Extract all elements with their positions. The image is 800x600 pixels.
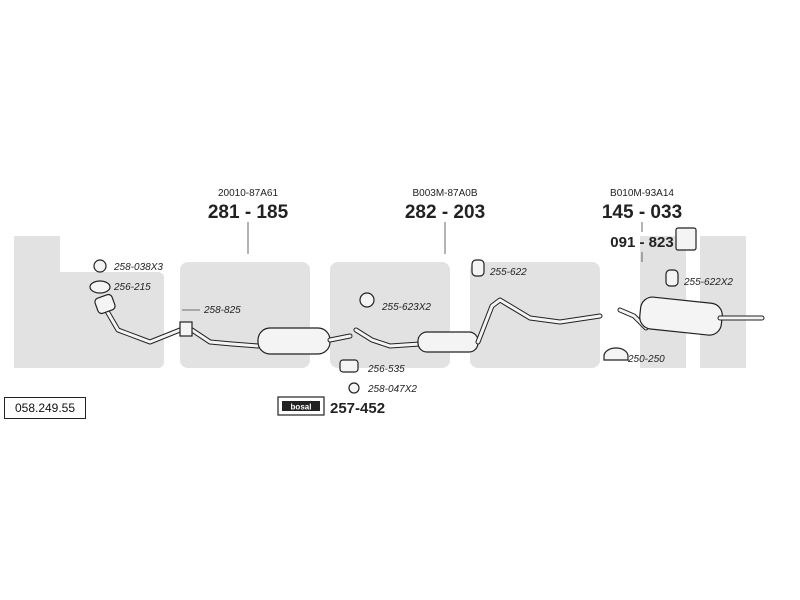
callout: 258-047X2 <box>367 384 417 395</box>
callout: 255-622 <box>489 267 527 278</box>
gasket-plate-icon <box>339 359 359 373</box>
callout: 256-215 <box>113 282 151 293</box>
hanger-icon <box>471 259 485 277</box>
group-part: 145 - 033 <box>602 202 682 223</box>
group-part: 282 - 203 <box>405 202 485 223</box>
bracket-icon <box>675 227 697 251</box>
callout: 255-622X2 <box>683 277 733 288</box>
callout: 255-623X2 <box>381 302 431 313</box>
catalog-number: 058.249.55 <box>4 397 86 419</box>
svg-text:bosal: bosal <box>291 403 312 412</box>
gasket-ring-icon <box>89 280 111 294</box>
group-part: 281 - 185 <box>208 202 289 223</box>
group-code: B003M-87A0B <box>412 188 477 199</box>
brand-watermark <box>14 236 746 368</box>
callout: 258-038X3 <box>113 262 163 273</box>
band-clamp-icon <box>603 347 629 361</box>
nut-icon <box>93 259 107 273</box>
clamp-icon <box>359 292 375 308</box>
callout: 258-825 <box>203 305 241 316</box>
group-code: B010M-93A14 <box>610 188 674 199</box>
callout: 256-535 <box>367 364 405 375</box>
group-code: 20010-87A61 <box>218 188 278 199</box>
kit-part-number: 257-452 <box>330 400 385 417</box>
hanger-icon-2 <box>665 269 679 287</box>
rear-muffler-assembly <box>617 296 765 336</box>
callout: 250-250 <box>627 354 665 365</box>
middle-pipe-assembly <box>353 297 603 353</box>
front-pipe-assembly <box>94 293 353 355</box>
nut-icon-2 <box>348 382 360 394</box>
extra-part: 091 - 823 <box>610 234 673 251</box>
bosal-kit-badge: bosal <box>277 396 325 416</box>
